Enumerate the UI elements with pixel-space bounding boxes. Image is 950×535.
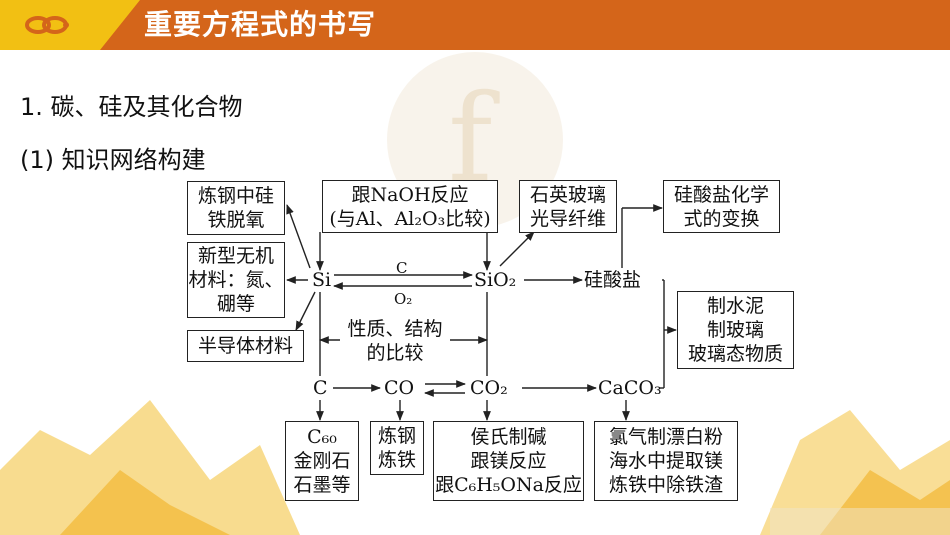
box-line: 石英玻璃	[529, 183, 606, 206]
box-line: 光导纤维	[529, 207, 606, 230]
node-co2: CO₂	[470, 377, 508, 399]
box-line: 硼等	[216, 293, 255, 315]
box-hou-process: 侯氏制碱 跟镁反应 跟C₆H₅ONa反应	[433, 421, 584, 501]
section-subheading: (1) 知识网络构建	[20, 146, 206, 174]
arrow-label-c: C	[396, 259, 408, 277]
box-line: 制水泥	[706, 295, 764, 317]
box-iron-steel: 炼钢 炼铁	[370, 421, 424, 475]
node-silicate: 硅酸盐	[584, 269, 642, 291]
box-quartz-glass: 石英玻璃 光导纤维	[519, 180, 617, 233]
box-line: 炼钢	[377, 425, 416, 447]
box-line: 硅酸盐化学	[673, 183, 769, 206]
node-sio2: SiO₂	[474, 269, 517, 291]
slide-title: 重要方程式的书写	[144, 8, 377, 41]
box-line: 式的变换	[683, 207, 760, 230]
box-cement-glass: 制水泥 制玻璃 玻璃态物质	[677, 291, 794, 369]
box-naoh-reaction: 跟NaOH反应 (与Al、Al₂O₃比较)	[322, 180, 498, 233]
node-co: CO	[384, 377, 415, 399]
box-line: 新型无机	[197, 245, 274, 267]
box-property-compare: 性质、结构 的比较	[340, 315, 450, 367]
box-semiconductor: 半导体材料	[187, 330, 304, 362]
box-carbon-allotropes: C₆₀ 金刚石 石墨等	[285, 421, 359, 501]
box-line: 跟镁反应	[470, 450, 547, 472]
box-line: 石墨等	[293, 474, 351, 496]
box-line: 材料：氮、	[188, 269, 284, 291]
box-line: C₆₀	[307, 426, 337, 448]
box-line: 跟C₆H₅ONa反应	[435, 474, 582, 496]
box-line: 玻璃态物质	[687, 343, 783, 365]
arrow-label-o2: O₂	[394, 290, 413, 308]
box-line: 跟NaOH反应	[351, 183, 469, 206]
box-line: 性质、结构	[347, 318, 443, 340]
section-heading: 1. 碳、硅及其化合物	[20, 93, 243, 121]
box-silicate-formula: 硅酸盐化学 式的变换	[663, 180, 780, 233]
node-c: C	[313, 377, 328, 399]
node-caco3: CaCO₃	[598, 377, 662, 399]
box-line: (与Al、Al₂O₃比较)	[329, 207, 491, 230]
box-steel-deoxidation: 炼钢中硅 铁脱氧	[187, 181, 285, 235]
box-line: 炼钢中硅	[197, 185, 274, 207]
box-line: 制玻璃	[706, 319, 764, 341]
box-bleach-magnesium: 氯气制漂白粉 海水中提取镁 炼铁中除铁渣	[594, 421, 738, 501]
box-line: 的比较	[366, 342, 424, 364]
chain-link-icon	[25, 16, 69, 34]
box-line: 铁脱氧	[207, 209, 265, 231]
box-line: 炼铁中除铁渣	[608, 474, 723, 496]
box-line: 侯氏制碱	[470, 426, 547, 448]
node-si: Si	[312, 269, 332, 291]
box-line: 炼铁	[377, 449, 416, 471]
box-line: 海水中提取镁	[608, 450, 723, 472]
title-bar: 重要方程式的书写	[0, 0, 950, 50]
box-new-inorganic: 新型无机 材料：氮、 硼等	[187, 242, 285, 318]
box-line: 金刚石	[293, 450, 351, 472]
box-line: 氯气制漂白粉	[608, 426, 723, 448]
box-line: 半导体材料	[197, 335, 293, 357]
